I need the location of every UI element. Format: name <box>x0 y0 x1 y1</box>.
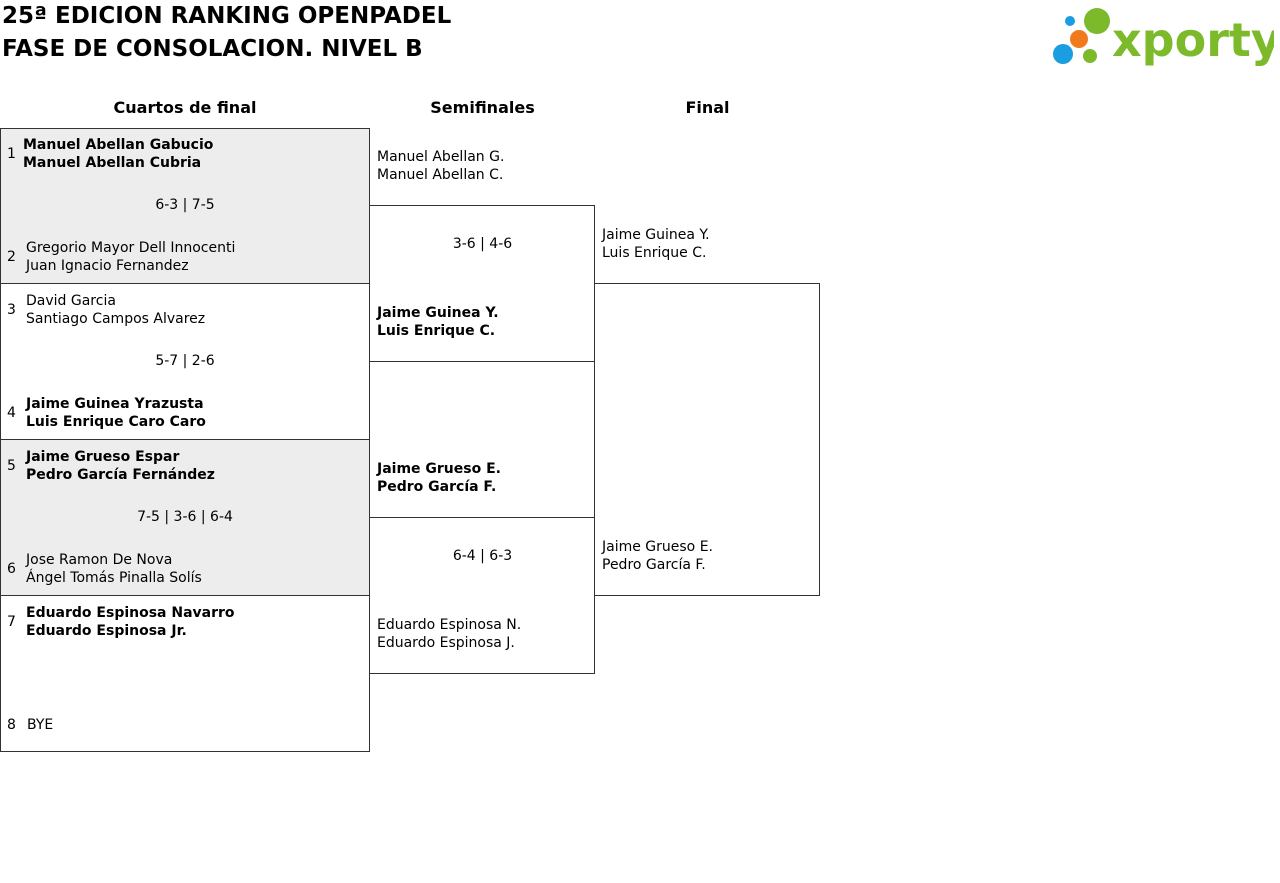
player-name: Jaime Grueso E. <box>602 539 713 555</box>
seed-number: 7 <box>7 614 16 630</box>
team-entry: Eduardo Espinosa Navarro Eduardo Espinos… <box>26 604 235 640</box>
final-match <box>594 283 820 596</box>
team-entry: Jaime Guinea Y. Luis Enrique C. <box>602 226 710 262</box>
player-name: Manuel Abellan C. <box>377 167 504 183</box>
team-entry: Jaime Grueso Espar Pedro García Fernánde… <box>26 448 215 484</box>
logo-dot-green-small <box>1083 49 1097 63</box>
bye-label: BYE <box>27 717 54 733</box>
team-entry: Manuel Abellan G. Manuel Abellan C. <box>377 148 504 184</box>
player-name: Jose Ramon De Nova <box>26 552 173 568</box>
seed-number: 6 <box>7 561 16 577</box>
match-score: 5-7 | 2-6 <box>155 353 215 369</box>
match-score: 6-3 | 7-5 <box>155 197 215 213</box>
player-name: Pedro García Fernández <box>26 467 215 483</box>
round-semifinals-header: Semifinales <box>430 98 535 117</box>
seed-number: 8 <box>7 717 16 733</box>
logo-dot-orange <box>1070 30 1088 48</box>
player-name: David Garcia <box>26 293 116 309</box>
player-name: Manuel Abellan Cubria <box>23 155 202 171</box>
quarterfinal-match-3 <box>0 439 370 596</box>
player-name: Pedro García F. <box>602 557 706 573</box>
player-name: Juan Ignacio Fernandez <box>26 258 189 274</box>
team-entry: Jose Ramon De Nova Ángel Tomás Pinalla S… <box>26 551 202 587</box>
player-name: Eduardo Espinosa Navarro <box>26 605 235 621</box>
player-name: Jaime Guinea Y. <box>377 305 499 321</box>
player-name: Pedro García F. <box>377 479 497 495</box>
player-name: Jaime Guinea Yrazusta <box>26 396 204 412</box>
player-name: Eduardo Espinosa J. <box>377 635 515 651</box>
player-name: Eduardo Espinosa Jr. <box>26 623 187 639</box>
team-entry: Gregorio Mayor Dell Innocenti Juan Ignac… <box>26 239 235 275</box>
seed-number: 3 <box>7 302 16 318</box>
seed-number: 2 <box>7 249 16 265</box>
player-name: Jaime Grueso Espar <box>26 449 180 465</box>
player-name: Gregorio Mayor Dell Innocenti <box>26 240 236 256</box>
team-entry: Jaime Grueso E. Pedro García F. <box>377 460 501 496</box>
team-entry: Eduardo Espinosa N. Eduardo Espinosa J. <box>377 616 521 652</box>
page-title-line1: 25ª EDICION RANKING OPENPADEL <box>2 3 452 29</box>
team-entry: Jaime Guinea Yrazusta Luis Enrique Caro … <box>26 395 206 431</box>
team-entry: David Garcia Santiago Campos Alvarez <box>26 292 205 328</box>
seed-number: 4 <box>7 405 16 421</box>
match-score: 6-4 | 6-3 <box>452 548 513 564</box>
xporty-logo: xporty <box>1053 8 1274 66</box>
player-name: Luis Enrique C. <box>602 245 707 261</box>
round-final-header: Final <box>685 98 730 117</box>
logo-dot-blue-large <box>1053 44 1073 64</box>
quarterfinal-match-1 <box>0 128 370 284</box>
player-name: Jaime Grueso E. <box>377 461 501 477</box>
player-name: Ángel Tomás Pinalla Solís <box>26 570 202 586</box>
logo-dot-green <box>1084 8 1110 34</box>
team-entry-bye: BYE <box>27 716 53 734</box>
team-entry: Jaime Grueso E. Pedro García F. <box>602 538 713 574</box>
match-score: 7-5 | 3-6 | 6-4 <box>137 509 233 525</box>
round-quarterfinals-header: Cuartos de final <box>113 98 257 117</box>
team-entry: Manuel Abellan Gabucio Manuel Abellan Cu… <box>23 136 213 172</box>
logo-text: xporty <box>1112 13 1274 66</box>
player-name: Santiago Campos Alvarez <box>26 311 206 327</box>
player-name: Manuel Abellan Gabucio <box>23 137 214 153</box>
player-name: Manuel Abellan G. <box>377 149 505 165</box>
page-title-line2: FASE DE CONSOLACION. NIVEL B <box>2 36 423 62</box>
team-entry: Jaime Guinea Y. Luis Enrique C. <box>377 304 499 340</box>
seed-number: 1 <box>7 146 16 162</box>
player-name: Luis Enrique C. <box>377 323 496 339</box>
logo-dot-blue-small <box>1065 16 1075 26</box>
seed-number: 5 <box>7 458 16 474</box>
player-name: Jaime Guinea Y. <box>602 227 710 243</box>
player-name: Luis Enrique Caro Caro <box>26 414 206 430</box>
match-score: 3-6 | 4-6 <box>452 236 513 252</box>
player-name: Eduardo Espinosa N. <box>377 617 522 633</box>
